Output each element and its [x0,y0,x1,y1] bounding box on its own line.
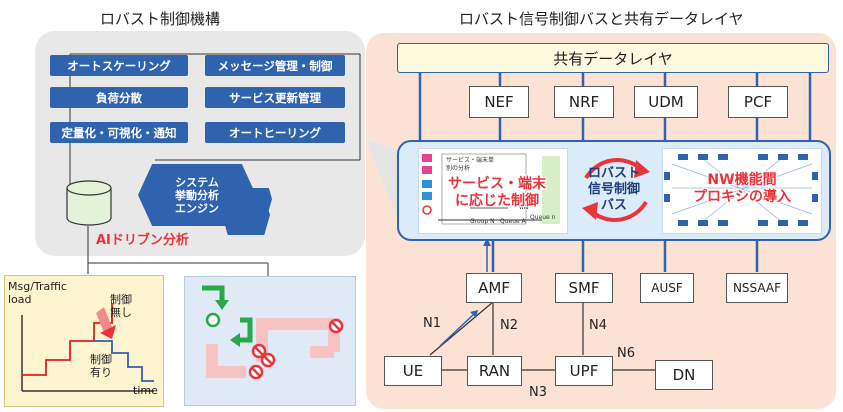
behavior-analysis-engine: システム 挙動分析 エンジン [138,164,256,226]
ai-driven-analysis-label: AIドリブン分析 [96,233,189,248]
service-update-button: サービス更新管理 [205,87,345,108]
interface-n2: N2 [500,318,518,333]
traffic-chart [21,303,154,392]
node-dn: DN [655,360,713,390]
robust-bus-label: ロバスト 信号制御 バス [587,166,640,213]
mini-text-wn: wN [519,204,529,211]
right-title: ロバスト信号制御バスと共有データレイヤ [459,10,744,28]
quantify-visualize-button: 定量化・可視化・通知 [50,122,188,143]
interface-n1: N1 [423,316,441,331]
flow-illustration [202,285,344,380]
chart-y-label: Msg/Traffic load [8,280,67,306]
nf-smf: SMF [555,273,613,303]
chart-with-control-label: 制御 有り [90,353,112,379]
interface-n6: N6 [617,346,635,361]
message-control-button: メッセージ管理・制御 [205,55,345,76]
node-ue: UE [384,356,442,386]
node-upf: UPF [555,356,613,386]
nf-ausf: AUSF [640,273,694,303]
chart-x-label: time [133,384,158,397]
interface-n3: N3 [529,385,547,400]
interface-n4: N4 [589,318,607,333]
node-ran: RAN [467,356,522,386]
nf-nef: NEF [469,86,529,118]
mini-text-group: Group N [470,218,495,225]
mini-text-queue-n: Queue n [530,214,556,221]
proxy-panel [662,148,822,234]
auto-healing-button: オートヒーリング [205,122,345,143]
service-terminal-control-label: サービス・端末 に応じた制御 [448,176,546,209]
nf-udm: UDM [634,86,698,118]
engine-hex-small [246,188,272,210]
nf-pcf: PCF [728,86,788,118]
nw-proxy-label: NW機能間 プロキシの導入 [693,172,791,205]
chart-no-control-label: 制御 無し [110,293,132,319]
mini-text-analysis-2: 別の分析 [446,165,471,172]
mini-text-analysis: サービス・端末単 [446,157,495,164]
mini-text-queue: Queue A [500,218,526,225]
shared-data-layer: 共有データレイヤ [397,43,829,73]
nf-nrf: NRF [554,86,614,118]
proxy-network-illustration [664,154,818,226]
service-control-illustration [422,153,560,225]
autoscaling-button: オートスケーリング [50,55,188,76]
database-icon [66,180,112,226]
nf-nssaaf: NSSAAF [726,273,788,303]
load-balancing-button: 負荷分散 [50,87,188,108]
nf-amf: AMF [466,273,522,303]
circular-arrows-icon [582,158,650,222]
left-title: ロバスト制御機構 [100,10,221,28]
flow-illustration-card [184,276,356,406]
